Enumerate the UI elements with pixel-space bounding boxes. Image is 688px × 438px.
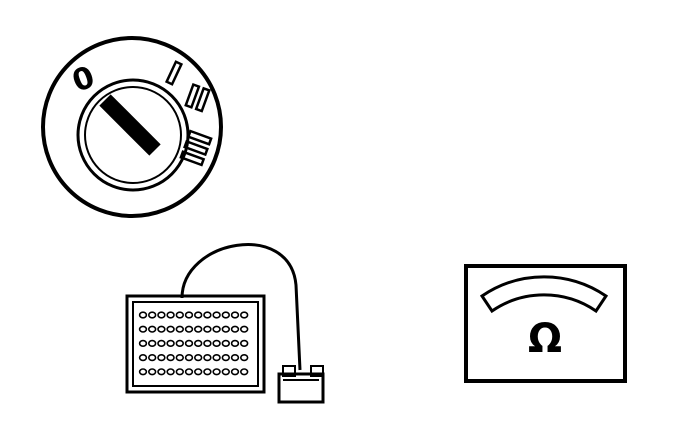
breakout-socket (221, 354, 231, 362)
breakout-socket (184, 354, 194, 362)
position-I-marker (164, 60, 184, 86)
breakout-socket-grid (138, 311, 249, 376)
breakout-socket (184, 325, 194, 333)
breakout-socket (240, 339, 249, 348)
breakout-socket (240, 354, 249, 362)
ohmmeter-scale (479, 275, 609, 314)
breakout-socket (157, 325, 166, 333)
ignition-switch-icon: 0 (41, 36, 223, 218)
breakout-socket (221, 311, 231, 319)
breakout-socket (157, 368, 166, 376)
breakout-socket (184, 339, 194, 348)
breakout-socket (148, 311, 157, 319)
breakout-socket (184, 368, 194, 376)
breakout-box-icon (125, 243, 325, 404)
breakout-socket (221, 368, 231, 376)
breakout-socket (203, 368, 212, 376)
breakout-socket (166, 325, 175, 333)
breakout-socket (138, 339, 148, 348)
breakout-box-body (125, 294, 266, 394)
breakout-socket (240, 325, 249, 333)
breakout-socket (230, 368, 240, 376)
breakout-plug-connector (277, 365, 325, 404)
breakout-socket (166, 354, 175, 362)
breakout-socket (184, 311, 194, 319)
breakout-socket (240, 311, 249, 319)
breakout-socket (240, 368, 249, 376)
ohmmeter-icon: Ω (464, 264, 627, 383)
breakout-socket (230, 311, 240, 319)
breakout-socket (194, 311, 203, 319)
breakout-socket (166, 368, 175, 376)
breakout-box-panel (132, 301, 259, 387)
breakout-socket (230, 339, 240, 348)
breakout-socket (138, 311, 148, 319)
position-0-label: 0 (68, 60, 100, 100)
breakout-socket (148, 325, 157, 333)
breakout-socket (166, 339, 175, 348)
breakout-socket (221, 325, 231, 333)
breakout-socket (194, 368, 203, 376)
breakout-socket (157, 354, 166, 362)
breakout-socket (138, 325, 148, 333)
breakout-socket (138, 368, 148, 376)
breakout-socket (212, 311, 221, 319)
breakout-socket (203, 311, 212, 319)
breakout-socket (230, 325, 240, 333)
breakout-socket (212, 354, 221, 362)
breakout-cable (180, 243, 302, 371)
breakout-socket (157, 311, 166, 319)
breakout-socket (212, 339, 221, 348)
switch-key-cylinder-inner (84, 86, 182, 184)
switch-outer-ring (41, 36, 223, 218)
breakout-socket (175, 339, 185, 348)
position-III-marker (179, 129, 213, 167)
breakout-socket (148, 339, 157, 348)
key-slot (99, 94, 161, 156)
breakout-socket (175, 325, 185, 333)
breakout-socket (175, 368, 185, 376)
breakout-socket (138, 354, 148, 362)
breakout-socket (194, 354, 203, 362)
ohmmeter-unit-symbol: Ω (528, 316, 562, 362)
breakout-socket (194, 339, 203, 348)
breakout-socket (230, 354, 240, 362)
breakout-socket (212, 368, 221, 376)
breakout-socket (194, 325, 203, 333)
breakout-socket (148, 354, 157, 362)
breakout-socket (157, 339, 166, 348)
position-II-marker (184, 82, 211, 113)
ohmmeter-body (464, 264, 627, 383)
breakout-socket (203, 325, 212, 333)
breakout-socket (221, 339, 231, 348)
breakout-socket (148, 368, 157, 376)
breakout-socket (203, 354, 212, 362)
breakout-socket (175, 311, 185, 319)
breakout-socket (166, 311, 175, 319)
breakout-socket (212, 325, 221, 333)
breakout-socket (175, 354, 185, 362)
breakout-socket (203, 339, 212, 348)
